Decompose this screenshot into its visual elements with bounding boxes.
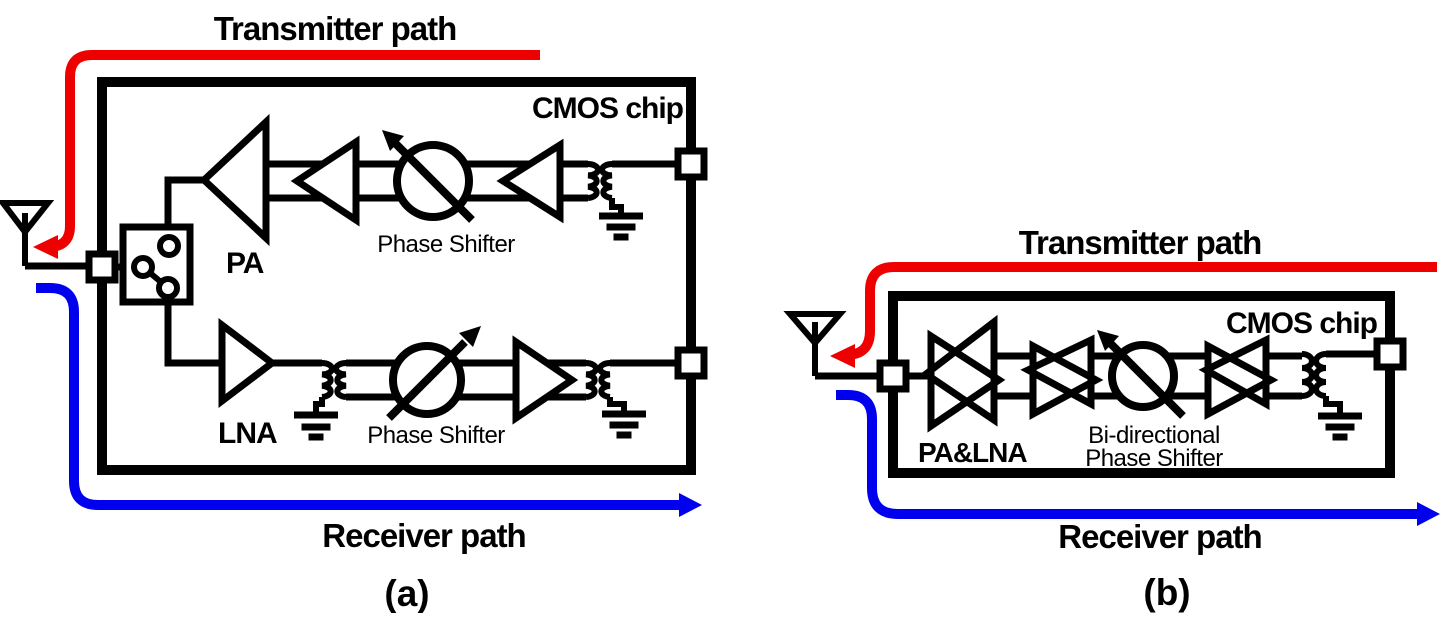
phase-shifter-icon-bottom-a [386, 326, 481, 421]
bidirectional-label-line2: Phase Shifter [1085, 445, 1223, 472]
transformer-icon-bottom-left-a [321, 360, 347, 400]
transmitter-path-label-b: Transmitter path [1019, 224, 1262, 261]
receiver-path-label-a: Receiver path [322, 517, 525, 554]
spdt-switch-icon [119, 223, 194, 306]
rx-port-icon-a [674, 346, 708, 380]
rx-amplifier-icon-a [512, 335, 579, 425]
transmitter-path-line-b [844, 262, 1437, 360]
bidirectional-phase-shifter-icon [1097, 330, 1186, 419]
transmitter-arrowhead-icon-b [830, 344, 855, 368]
tx-amplifier-icon-mid [290, 135, 360, 227]
lna-amplifier-icon [218, 317, 278, 409]
pa-label: PA [226, 247, 264, 280]
receiver-path-line-b [836, 390, 1424, 519]
bidirectional-label-line1: Bi-directional [1088, 422, 1220, 449]
receiver-path-label-b: Receiver path [1058, 518, 1261, 555]
bidirectional-amplifier-icon-mid [1020, 334, 1104, 420]
caption-b: (b) [1143, 572, 1190, 613]
transmitter-arrowhead-icon-a [33, 235, 58, 259]
diagram-b: Transmitter path Receiver path CMOS chip [783, 224, 1440, 613]
tx-port-icon-a [674, 147, 708, 181]
ground-icon-top-a [599, 198, 643, 241]
ground-icon-bottom-right-a [602, 397, 646, 439]
receiver-arrowhead-icon-a [679, 493, 702, 517]
lna-label: LNA [218, 417, 277, 450]
if-port-icon-b [1373, 337, 1407, 371]
antenna-port-icon-a [85, 250, 119, 284]
phase-shifter-label-bottom-a: Phase Shifter [367, 422, 505, 449]
cmos-chip-label-a: CMOS chip [532, 92, 684, 125]
phase-shifter-icon-top-a [382, 130, 475, 223]
antenna-icon-b [783, 311, 880, 380]
receiver-arrowhead-icon-b [1417, 502, 1440, 526]
ground-icon-bottom-left-a [294, 397, 338, 441]
caption-a: (a) [384, 573, 429, 613]
pa-lna-label: PA&LNA [918, 437, 1027, 468]
transformer-icon-top-a [587, 161, 613, 201]
switch-to-lna-wire [164, 288, 222, 367]
antenna-icon-a [0, 200, 92, 270]
tx-amplifier-icon-right [496, 138, 564, 224]
pa-amplifier-icon [198, 113, 270, 247]
transformer-icon-b [1301, 351, 1327, 399]
diagram-a: Transmitter path Receiver path CMOS chip [0, 10, 708, 614]
ground-icon-b [1318, 396, 1362, 441]
transmitter-path-label-a: Transmitter path [214, 10, 457, 47]
receiver-path-line-a [36, 283, 684, 510]
pa-lna-bidirectional-amplifier-icon [920, 314, 1006, 433]
phase-shifter-label-top-a: Phase Shifter [377, 231, 515, 258]
cmos-chip-label-b: CMOS chip [1226, 307, 1378, 340]
transformer-icon-bottom-right-a [585, 360, 611, 400]
bidirectional-amplifier-icon-right [1198, 334, 1279, 420]
antenna-port-icon-b [876, 359, 910, 393]
